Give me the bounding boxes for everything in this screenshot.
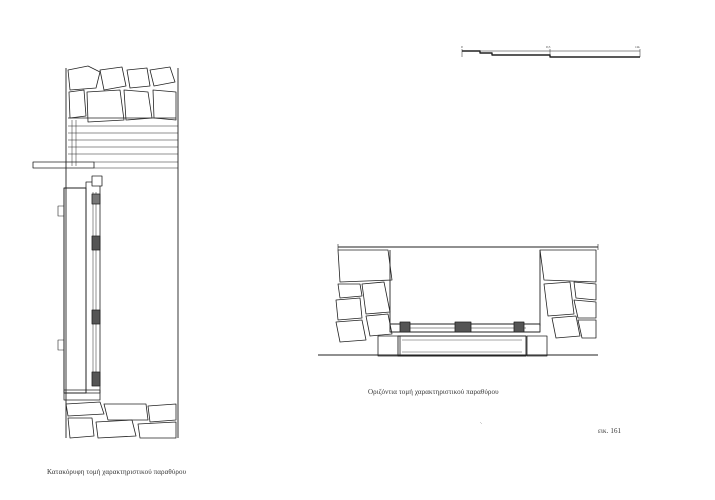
right-jamb-masonry (526, 249, 597, 357)
speck (479, 421, 483, 425)
scale-label-half: 0,5 (546, 45, 551, 50)
horizontal-section (318, 244, 599, 357)
horizontal-section-caption: Οριζόντια τομή χαρακτηριστικού παραθύρου (368, 388, 499, 396)
vertical-section (32, 65, 179, 439)
lower-masonry (65, 401, 177, 439)
scale-label-1m: 1m (635, 45, 640, 49)
window-frame-vertical (57, 175, 103, 401)
vertical-section-caption: Κατακόρυφη τομή χαρακτηριστικού παραθύρο… (47, 468, 187, 476)
projecting-slab (32, 161, 95, 169)
figure-number: εικ. 161 (598, 427, 622, 435)
upper-masonry (67, 65, 177, 123)
lintel-band (68, 120, 178, 166)
scale-bar: 0 0,5 1m (461, 45, 641, 58)
scale-label-0: 0 (461, 45, 463, 49)
window-frame-plan (389, 321, 541, 357)
left-jamb-masonry (335, 249, 401, 357)
